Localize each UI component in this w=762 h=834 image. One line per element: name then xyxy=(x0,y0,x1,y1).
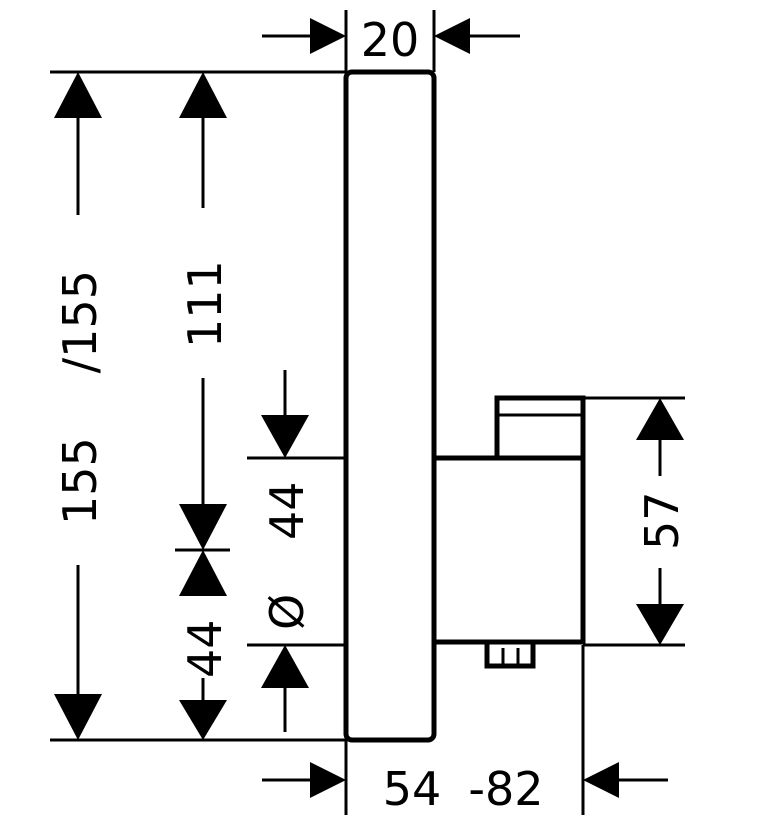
dim-outer-height-alt: /155 xyxy=(53,270,107,373)
arrow-left-icon xyxy=(434,18,470,54)
cover-plate xyxy=(343,69,437,743)
arrow-right-icon xyxy=(310,762,346,798)
bottom-connector xyxy=(484,642,536,669)
arrow-up-icon xyxy=(636,398,684,440)
dim-depth: 54 xyxy=(383,762,442,816)
dim-mid-height: 111 xyxy=(178,260,232,348)
arrow-right-icon xyxy=(310,18,346,54)
arrow-down-icon xyxy=(261,415,309,458)
arrow-up-icon xyxy=(179,550,227,596)
diameter-symbol-icon: Ø xyxy=(260,594,314,630)
arrow-left-icon xyxy=(583,762,619,798)
arrow-down-icon xyxy=(179,504,227,550)
arrow-up-icon xyxy=(261,645,309,688)
dim-top-width: 20 xyxy=(361,13,420,67)
arrow-down-icon xyxy=(179,700,227,740)
dim-depth-range: -82 xyxy=(468,762,543,816)
valve-knob xyxy=(494,395,586,458)
dim-body-height: 57 xyxy=(635,491,689,550)
dim-lower-height: 44 xyxy=(178,619,232,678)
arrow-up-icon xyxy=(54,72,102,118)
arrow-down-icon xyxy=(636,604,684,645)
dim-diameter-value: 44 xyxy=(260,481,314,540)
valve-body xyxy=(436,455,586,645)
arrow-up-icon xyxy=(179,72,227,118)
arrow-down-icon xyxy=(54,694,102,740)
dim-outer-height: 155 xyxy=(53,437,107,525)
